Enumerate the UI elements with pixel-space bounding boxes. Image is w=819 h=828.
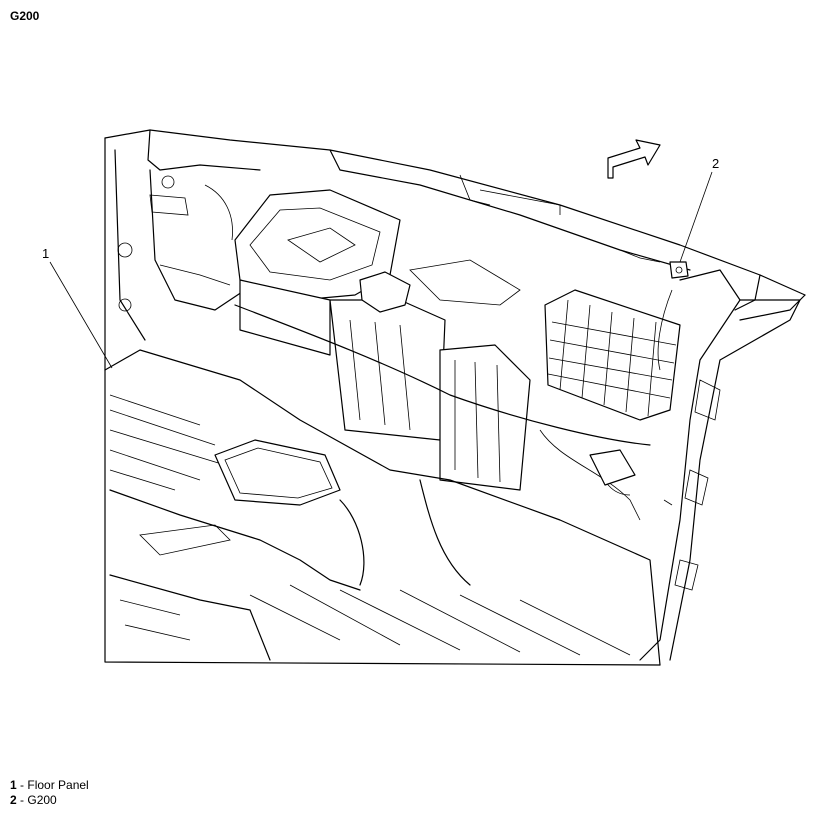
blower-grille [544,289,681,421]
legend-separator: - [16,778,28,792]
legend: 1 - Floor Panel 2 - G200 [10,778,89,808]
callout-1-leader [49,261,113,369]
legend-text: G200 [27,793,57,807]
left-cowl [117,169,246,312]
wiring-harness [234,289,673,521]
legend-item: 2 - G200 [10,793,89,808]
firewall-frame [104,129,806,371]
callout-2-leader [679,171,713,263]
callout-2-label: 2 [712,156,720,171]
legend-number: 1 [10,778,17,792]
hvac-module [234,189,531,491]
forward-arrow-icon [607,139,661,179]
floor-panel [104,349,661,666]
legend-separator: - [16,793,28,807]
legend-text: Floor Panel [27,778,89,792]
callout-1-label: 1 [42,246,50,261]
right-pillar [639,269,801,661]
diagram-title: G200 [10,9,40,23]
ground-terminal-g200 [669,261,689,279]
legend-item: 1 - Floor Panel [10,778,89,793]
legend-number: 2 [10,793,17,807]
